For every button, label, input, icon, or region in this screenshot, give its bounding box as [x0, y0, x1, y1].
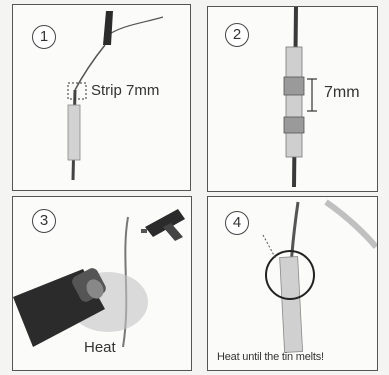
step-4-panel: 4 Heat until the tin melts!	[207, 196, 378, 371]
step-number-2: 2	[225, 23, 249, 47]
heat-label: Heat	[84, 339, 116, 356]
strip-instruction: Strip 7mm	[91, 82, 159, 99]
step-2-panel: 2 7mm	[207, 6, 378, 192]
heat-gun-icon	[141, 209, 185, 241]
melt-instruction: Heat until the tin melts!	[217, 351, 324, 363]
step-number-1: 1	[32, 25, 56, 49]
step-number-4: 4	[225, 211, 249, 235]
step-1-panel: 1 Strip 7mm	[12, 4, 191, 191]
step-number-3: 3	[32, 209, 56, 233]
measurement-label: 7mm	[324, 84, 360, 102]
heat-gun-body	[13, 266, 108, 347]
step-3-panel: 3 Heat	[12, 196, 192, 371]
